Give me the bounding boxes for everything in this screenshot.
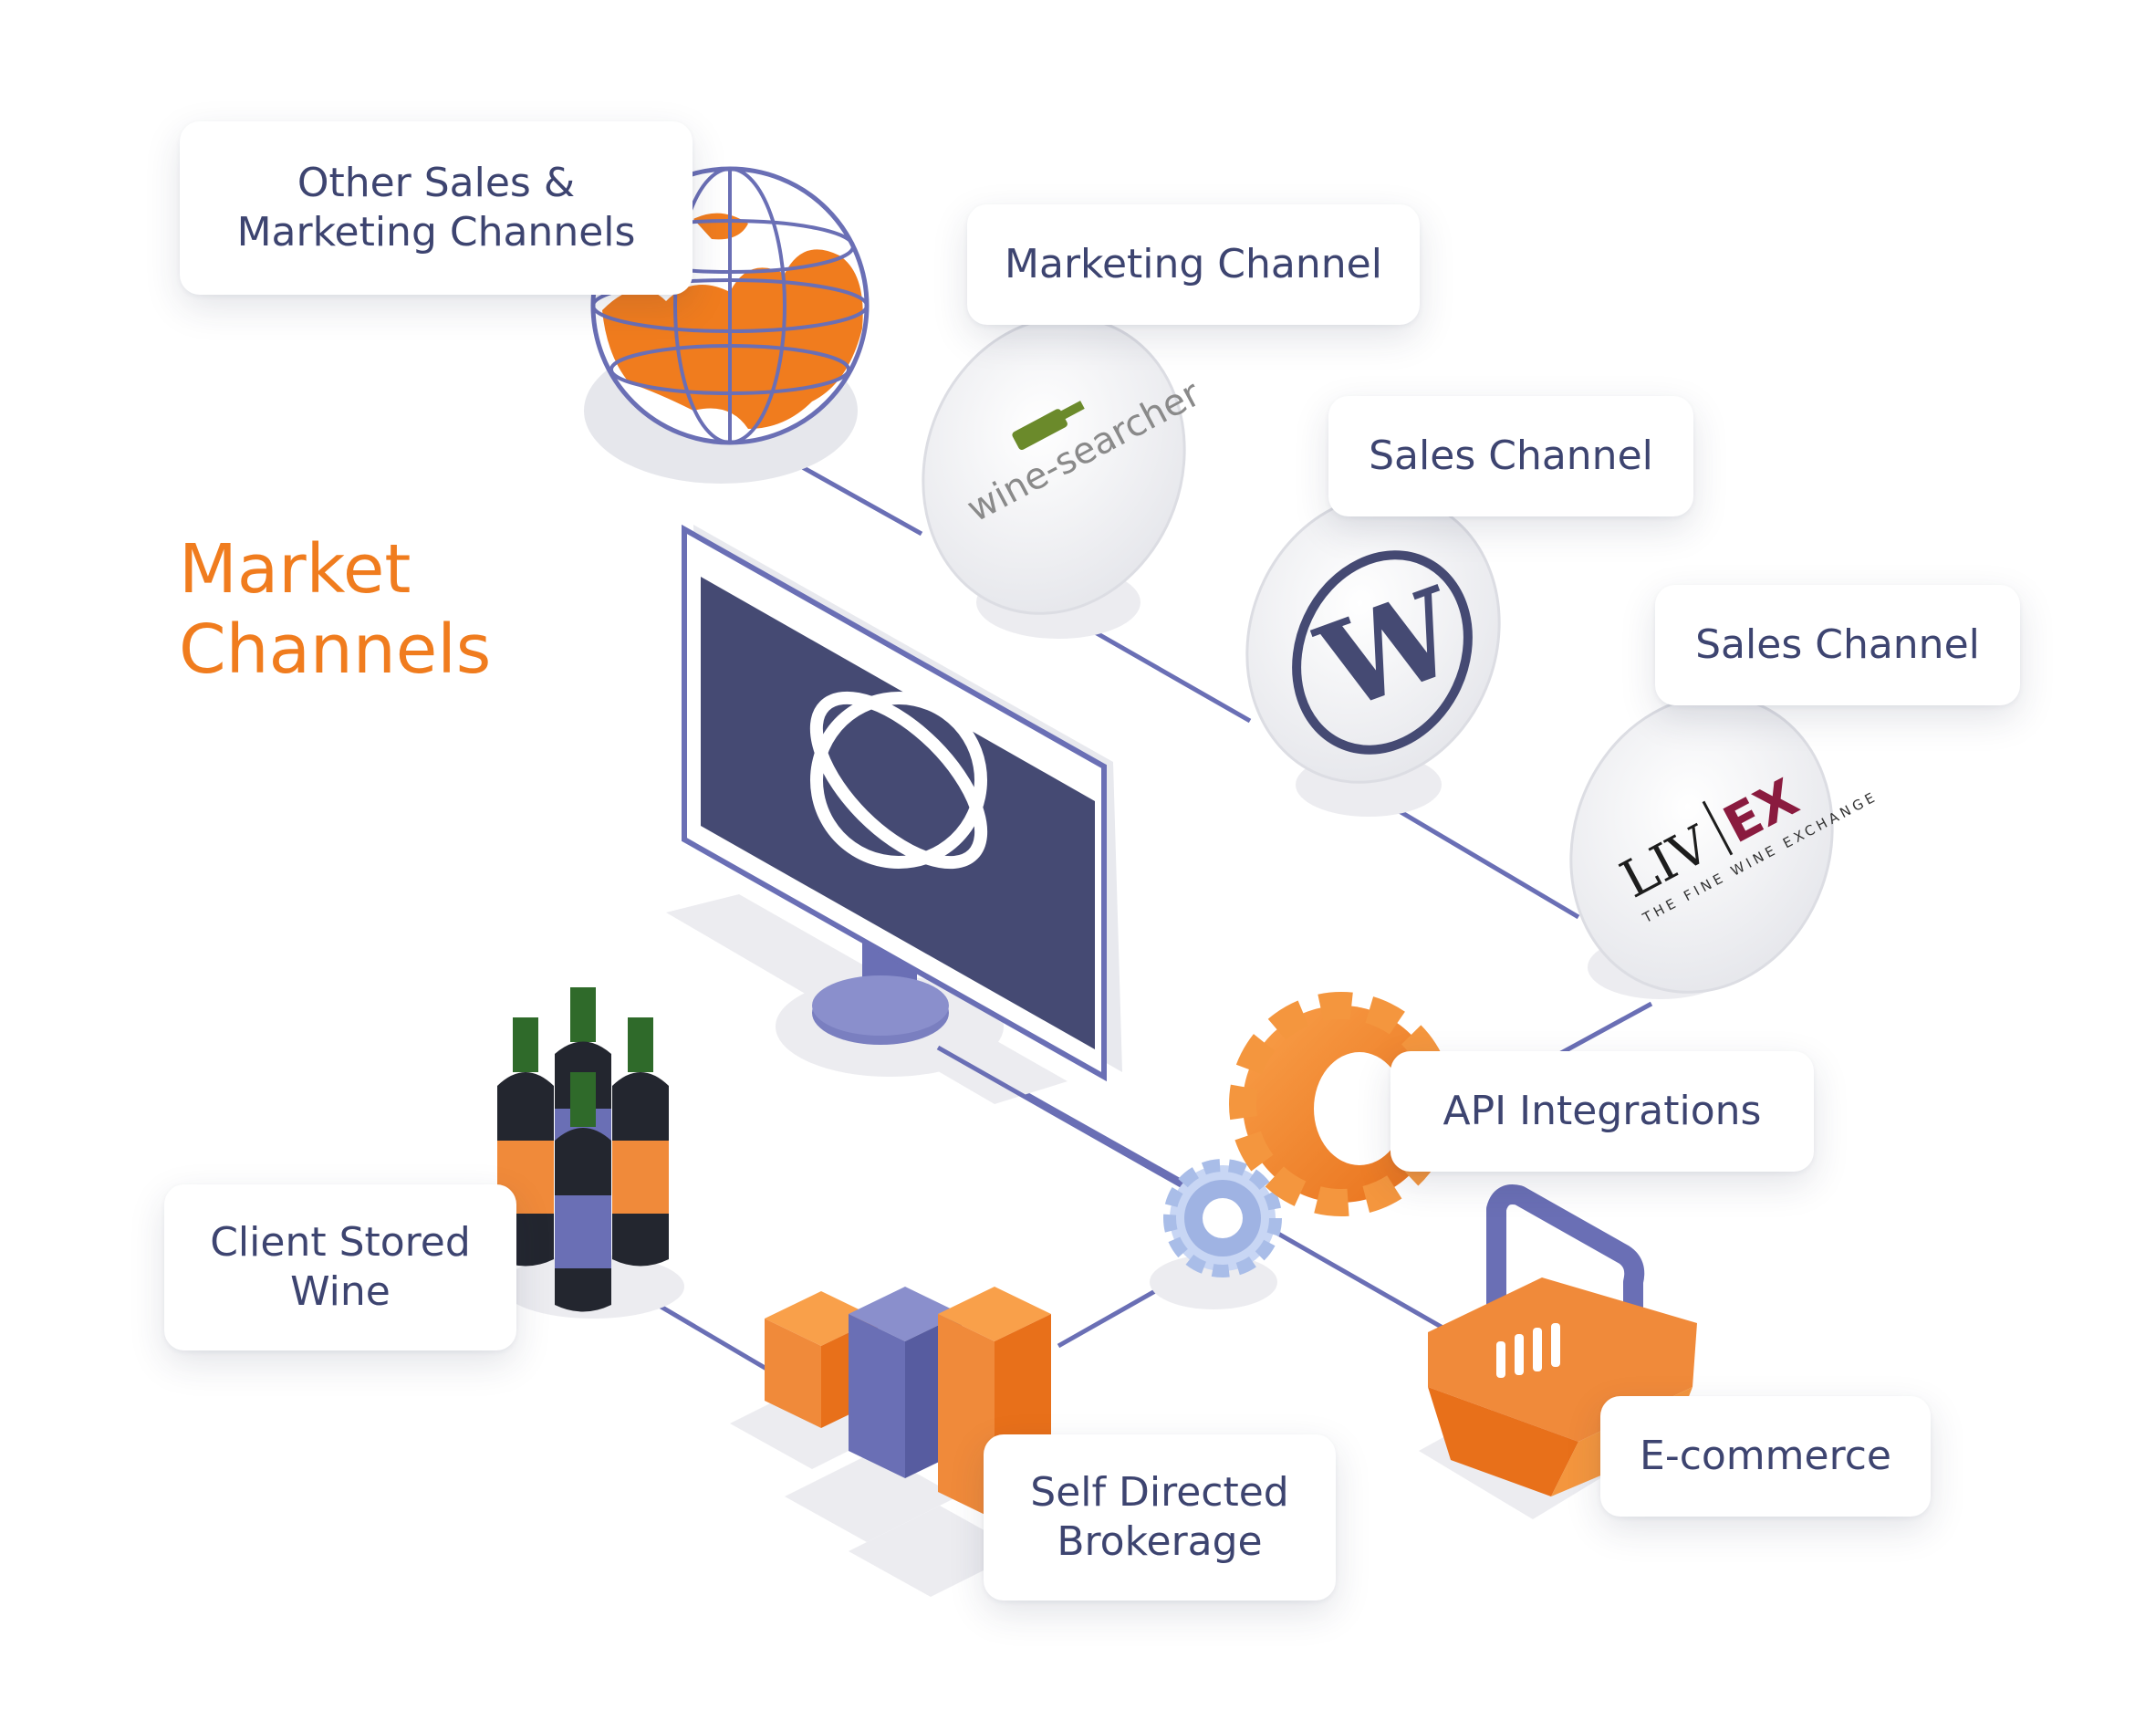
label-other-channels: Other Sales & Marketing Channels	[180, 121, 693, 295]
label-marketing-channel: Marketing Channel	[967, 204, 1420, 325]
bar-blocks-icon	[730, 1287, 1051, 1597]
line-livex-to-api	[1549, 1001, 1653, 1061]
label-sales-channel-livex: Sales Channel	[1655, 585, 2020, 705]
platform-logo-icon	[809, 691, 988, 870]
gear-icon-small	[1150, 1159, 1282, 1309]
label-self-directed-brokerage: Self Directed Brokerage	[984, 1434, 1336, 1601]
monitor-icon	[666, 524, 1224, 1212]
wine-bottle	[612, 1017, 669, 1267]
line-wordpress-to-livex	[1376, 796, 1580, 920]
label-client-stored-wine: Client Stored Wine	[164, 1184, 516, 1350]
wine-bottle	[555, 1072, 611, 1312]
label-api-integrations: API Integrations	[1390, 1051, 1814, 1172]
livex-disc: LIV EX THE FINE WINE EXCHANGE	[1569, 694, 1880, 999]
wordpress-disc: W	[1245, 494, 1501, 817]
wine-bottles-icon	[497, 987, 684, 1319]
wine-searcher-disc: wine-searcher	[922, 316, 1208, 639]
line-hub-to-basket	[1257, 1220, 1453, 1335]
label-ecommerce: E-commerce	[1600, 1396, 1931, 1517]
label-sales-channel-wordpress: Sales Channel	[1328, 396, 1693, 516]
bar-block-orange-right	[938, 1287, 1051, 1519]
basket-slots	[1496, 1323, 1560, 1378]
diagram-title: Market Channels	[179, 530, 492, 689]
